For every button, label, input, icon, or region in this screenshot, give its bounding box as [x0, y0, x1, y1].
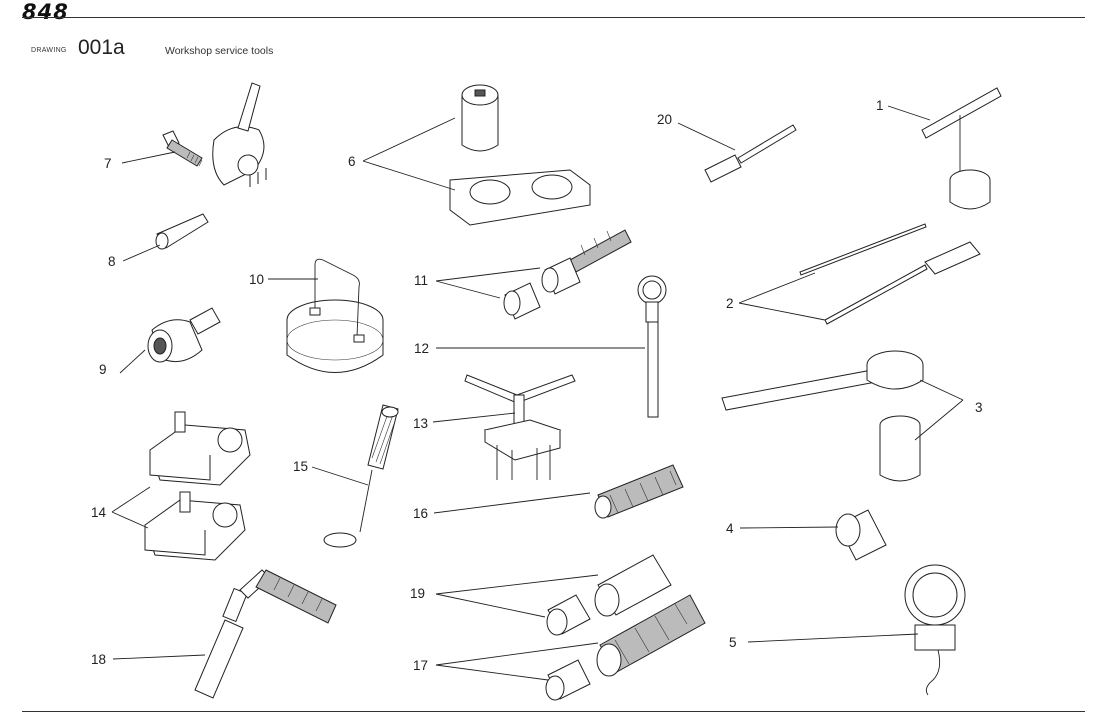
callout-leaders	[111, 105, 964, 681]
callout-15: 15	[293, 459, 308, 474]
callout-4: 4	[726, 521, 734, 536]
callout-8: 8	[108, 254, 116, 269]
tool-2-illustration	[799, 223, 981, 325]
model-logo: 848	[22, 0, 69, 24]
callout-11: 11	[414, 273, 428, 288]
tool-9-illustration	[147, 307, 221, 363]
callout-9: 9	[99, 362, 107, 377]
callout-7: 7	[104, 156, 112, 171]
tool-20-illustration	[704, 124, 797, 183]
callout-12: 12	[414, 341, 429, 356]
callout-19: 19	[410, 586, 425, 601]
tool-17-illustration	[545, 594, 706, 701]
top-rule	[22, 17, 1085, 18]
callout-6: 6	[348, 154, 356, 169]
tool-10-illustration	[286, 258, 384, 373]
callout-1: 1	[876, 98, 884, 113]
tool-6-illustration	[449, 84, 591, 226]
tool-1-illustration	[921, 87, 1002, 210]
callout-14: 14	[91, 505, 107, 520]
tool-8-illustration	[155, 213, 209, 250]
drawing-label: DRAWING	[31, 47, 67, 54]
tool-7-illustration	[162, 82, 267, 187]
callout-16: 16	[413, 506, 428, 521]
tool-13-illustration	[464, 374, 576, 480]
tool-14-illustration	[144, 411, 251, 561]
bottom-rule	[22, 711, 1085, 712]
tool-19-illustration	[546, 554, 672, 636]
callout-20: 20	[657, 112, 672, 127]
tool-5-illustration	[904, 564, 966, 696]
callout-13: 13	[413, 416, 428, 431]
callout-10: 10	[249, 272, 264, 287]
callout-17: 17	[413, 658, 428, 673]
callout-5: 5	[729, 635, 737, 650]
tool-16-illustration	[594, 464, 684, 519]
callout-2: 2	[726, 296, 734, 311]
tool-15-illustration	[323, 404, 399, 548]
tool-11-illustration	[503, 229, 632, 320]
tool-18-illustration	[194, 569, 337, 699]
callout-18: 18	[91, 652, 106, 667]
tool-12-illustration	[637, 275, 667, 418]
callout-3: 3	[975, 400, 983, 415]
drawing-title: Workshop service tools	[165, 45, 274, 57]
tool-3-illustration	[721, 350, 924, 482]
tool-4-illustration	[835, 509, 887, 561]
drawing-number: 001a	[78, 36, 125, 59]
